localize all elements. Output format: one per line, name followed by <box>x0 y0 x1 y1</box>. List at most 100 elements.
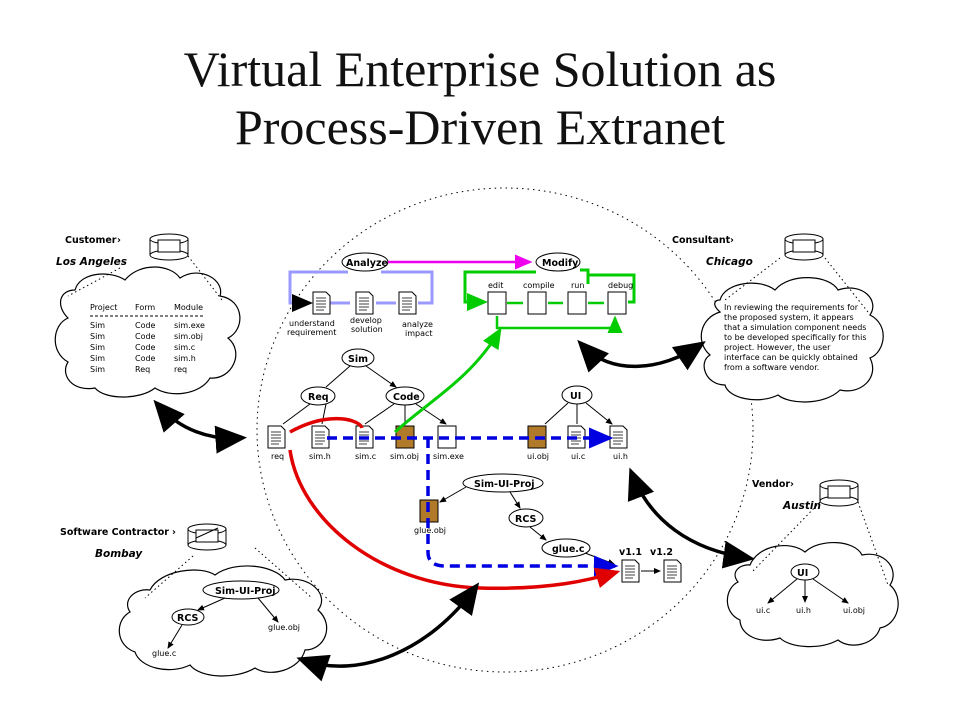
version-v1-2: v1.2 <box>650 547 673 558</box>
consultant-note-line: In reviewing the requirements for <box>724 303 859 312</box>
green-debug-line <box>393 327 502 434</box>
step-analyze: analyze <box>402 320 433 329</box>
consultant-arrow-icon: › <box>730 235 734 246</box>
step-develop: develop <box>350 316 382 325</box>
contractor-hub-link <box>296 582 480 682</box>
customer-table-cell: sim.c <box>174 343 195 352</box>
modify-label: Modify <box>542 258 579 269</box>
customer-table-cell: Sim <box>90 365 105 374</box>
customer-table-header-module: Module <box>174 303 203 312</box>
label-sim-obj: sim.obj <box>390 452 419 461</box>
consultant-note-line: project. However, the user <box>724 343 831 352</box>
title-line-1: Virtual Enterprise Solution as <box>183 41 777 97</box>
contractor-role: Software Contractor <box>60 527 169 538</box>
customer-table-cell: Code <box>135 354 156 363</box>
consultant-database-icon <box>784 233 824 261</box>
ui-label: UI <box>570 391 581 402</box>
customer-table-cell: Code <box>135 343 156 352</box>
step-doc-understand <box>312 291 331 315</box>
customer-table-cell: Sim <box>90 332 105 341</box>
step-doc-develop <box>355 291 374 315</box>
customer-cloud <box>54 266 241 398</box>
file-req <box>267 425 286 449</box>
customer-table-header-project: Project <box>90 303 117 312</box>
blue-glue-line <box>426 438 619 577</box>
customer-site: Customer › Los Angeles Project Form Modu… <box>54 233 241 398</box>
consultant-note-line: from a software vendor. <box>724 363 819 372</box>
label-ui-obj: ui.obj <box>527 452 549 461</box>
label-sim-exe: sim.exe <box>433 452 464 461</box>
step-debug: debug <box>608 281 633 290</box>
step-edit: edit <box>488 281 503 290</box>
code-label: Code <box>393 392 420 403</box>
vendor-role: Vendor <box>752 479 790 490</box>
hub-tree: Sim Req Code req sim.h sim.c sim.obj sim… <box>267 348 682 583</box>
customer-hub-link <box>153 399 247 454</box>
customer-role: Customer <box>65 235 117 246</box>
consultant-note-line: interface can be quickly obtained <box>724 353 858 362</box>
consultant-city: Chicago <box>706 256 753 268</box>
customer-table-cell: Sim <box>90 321 105 330</box>
step-box-compile <box>527 291 547 315</box>
step-box-debug <box>607 291 627 315</box>
process-area: Analyze understand requirement develop s… <box>287 252 636 338</box>
slide-title: Virtual Enterprise Solution as Process-D… <box>0 40 960 156</box>
vendor-database-icon <box>819 479 859 507</box>
consultant-role: Consultant <box>672 235 731 246</box>
label-ui-c: ui.c <box>571 452 585 461</box>
svg-text:solution: solution <box>351 325 383 334</box>
file-v1-1 <box>621 559 640 583</box>
label-glue-obj: glue.obj <box>414 526 446 535</box>
req-label: Req <box>308 392 329 403</box>
rcs-label: RCS <box>515 514 536 525</box>
simui-proj-label: Sim-UI-Proj <box>474 479 535 490</box>
contractor-arrow-icon: › <box>172 527 176 538</box>
rcs-node <box>508 508 544 528</box>
contractor-simui-proj: Sim-UI-Proj <box>215 586 276 597</box>
label-sim-c: sim.c <box>355 452 376 461</box>
vendor-cloud <box>726 541 899 648</box>
contractor-glue-c: glue.c <box>152 649 176 658</box>
customer-arrow-icon: › <box>117 235 121 246</box>
analyze-label: Analyze <box>346 258 388 269</box>
modify-node <box>535 252 581 272</box>
file-v1-2 <box>663 559 682 583</box>
customer-table-header-form: Form <box>135 303 155 312</box>
step-doc-analyze <box>398 291 417 315</box>
extranet-hub-boundary <box>256 187 754 673</box>
glue-c-label: glue.c <box>552 544 585 555</box>
vendor-arrow-icon: › <box>790 479 794 490</box>
label-sim-h: sim.h <box>309 452 331 461</box>
customer-table-cell: Code <box>135 332 156 341</box>
customer-table-cell: Sim <box>90 354 105 363</box>
label-req: req <box>271 452 284 461</box>
vendor-ui-h: ui.h <box>796 606 811 615</box>
step-box-edit <box>487 291 507 315</box>
label-ui-h: ui.h <box>613 452 628 461</box>
sim-node <box>341 348 375 368</box>
step-run: run <box>571 281 584 290</box>
version-v1-1: v1.1 <box>619 547 642 558</box>
vendor-ui: UI <box>797 568 808 579</box>
svg-text:requirement: requirement <box>287 328 336 337</box>
vendor-ui-c: ui.c <box>756 606 770 615</box>
simui-proj-node <box>462 473 544 493</box>
customer-city: Los Angeles <box>56 256 127 268</box>
customer-table-cell: Sim <box>90 343 105 352</box>
req-node <box>300 386 336 406</box>
vendor-ui-obj: ui.obj <box>843 606 865 615</box>
contractor-database-icon <box>187 523 227 551</box>
consultant-note-line: that a simulation component needs <box>724 323 866 332</box>
customer-table-cell: req <box>174 365 187 374</box>
customer-table-cell: Code <box>135 321 156 330</box>
sim-label: Sim <box>348 354 368 365</box>
title-line-2: Process-Driven Extranet <box>234 99 726 155</box>
contractor-city: Bombay <box>95 548 143 560</box>
consultant-note-line: to be developed specifically for this <box>724 333 867 342</box>
consultant-note-line: the proposed system, it appears <box>724 313 854 322</box>
contractor-glue-obj: glue.obj <box>268 623 300 632</box>
file-sim-h <box>311 425 330 449</box>
file-ui-h <box>609 425 628 449</box>
contractor-site: Software Contractor › Bombay Sim-UI-Proj… <box>60 523 328 677</box>
